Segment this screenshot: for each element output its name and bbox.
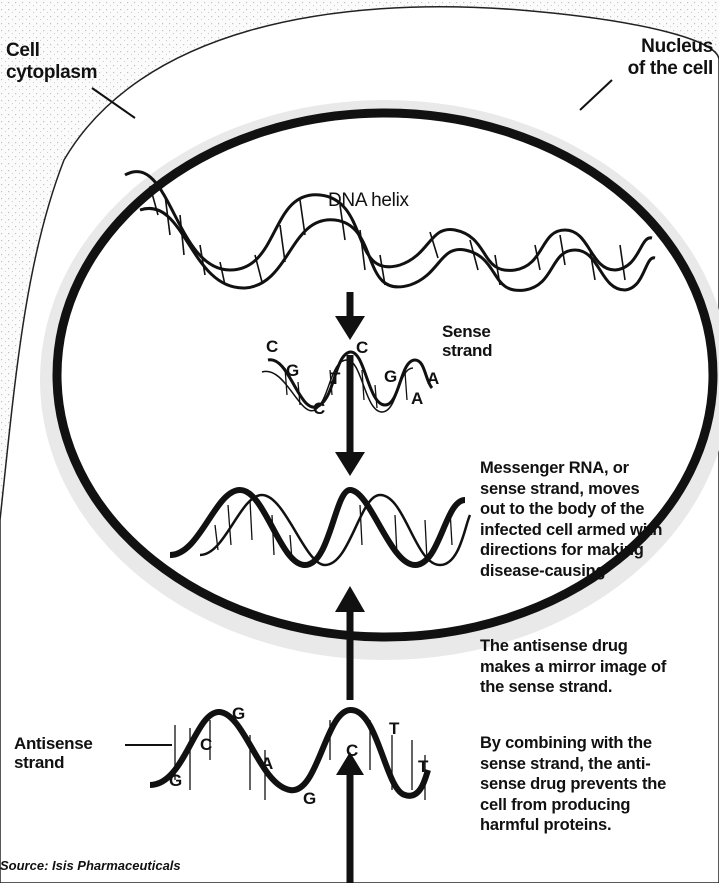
caption-line: cell from producing xyxy=(480,795,666,816)
sense-base: A xyxy=(411,390,423,407)
sense-strand-label-line2: strand xyxy=(442,341,492,360)
caption-line: the sense strand. xyxy=(480,677,666,698)
antisense-base: C xyxy=(200,736,212,753)
sense-base: G xyxy=(286,362,299,379)
cell-cytoplasm-label-line2: cytoplasm xyxy=(6,62,97,84)
cell-cytoplasm-label: Cell cytoplasm xyxy=(6,40,97,84)
antisense-base: G xyxy=(303,790,316,807)
antisense-strand-label-line1: Antisense xyxy=(14,734,93,753)
caption-combining: By combining with the sense strand, the … xyxy=(480,733,666,836)
caption-line: infected cell armed with xyxy=(480,520,662,541)
caption-messenger-rna: Messenger RNA, or sense strand, moves ou… xyxy=(480,458,662,581)
antisense-base: C xyxy=(346,742,358,759)
source-credit: Source: Isis Pharmaceuticals xyxy=(0,858,181,873)
antisense-base: T xyxy=(389,720,399,737)
sense-base: C xyxy=(356,339,368,356)
sense-base: G xyxy=(384,368,397,385)
antisense-strand-label: Antisense strand xyxy=(14,734,93,772)
caption-line: makes a mirror image of xyxy=(480,657,666,678)
nucleus-label-line2: of the cell xyxy=(628,58,713,80)
antisense-base: G xyxy=(232,705,245,722)
caption-line: disease-causing xyxy=(480,561,662,582)
antisense-strand-label-line2: strand xyxy=(14,753,93,772)
dna-helix-label: DNA helix xyxy=(328,190,409,212)
caption-line: The antisense drug xyxy=(480,636,666,657)
antisense-base: T xyxy=(418,758,428,775)
antisense-base: A xyxy=(261,755,273,772)
sense-base: C xyxy=(266,338,278,355)
sense-strand-label: Sense strand xyxy=(442,322,492,360)
caption-line: out to the body of the xyxy=(480,499,662,520)
sense-base: T xyxy=(330,370,340,387)
sense-strand-label-line1: Sense xyxy=(442,322,492,341)
sense-base: C xyxy=(313,400,325,417)
caption-line: sense strand, moves xyxy=(480,479,662,500)
sense-base: A xyxy=(427,370,439,387)
nucleus-label: Nucleus of the cell xyxy=(628,36,713,80)
caption-line: Messenger RNA, or xyxy=(480,458,662,479)
cell-cytoplasm-label-line1: Cell xyxy=(6,40,97,62)
caption-line: harmful proteins. xyxy=(480,815,666,836)
caption-antisense-drug: The antisense drug makes a mirror image … xyxy=(480,636,666,698)
caption-line: By combining with the xyxy=(480,733,666,754)
caption-line: directions for making xyxy=(480,540,662,561)
caption-line: sense strand, the anti- xyxy=(480,754,666,775)
antisense-base: G xyxy=(169,772,182,789)
caption-line: sense drug prevents the xyxy=(480,774,666,795)
nucleus-label-line1: Nucleus xyxy=(628,36,713,58)
